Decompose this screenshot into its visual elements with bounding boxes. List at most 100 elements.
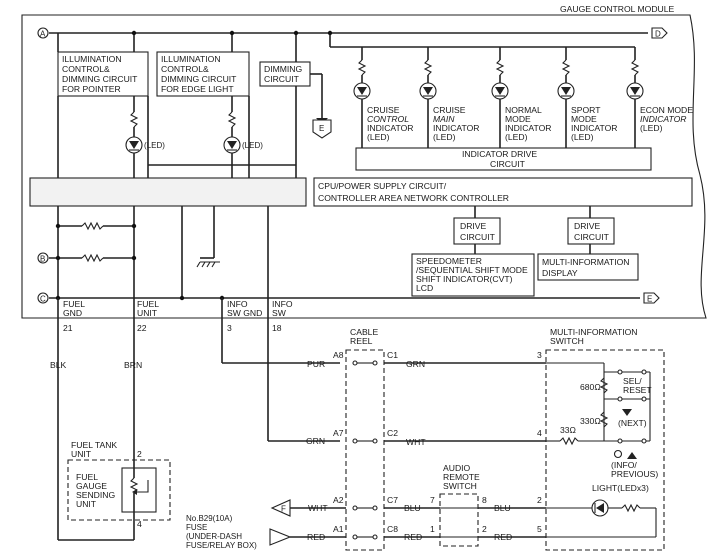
reel-pin-c7: C7 — [387, 495, 398, 505]
ind4-line4: (LED) — [571, 132, 594, 142]
cpu-line2: CONTROLLER AREA NETWORK CONTROLLER — [318, 193, 509, 203]
resistor-illum2 — [227, 111, 237, 128]
ind3-line2: MODE — [505, 114, 531, 124]
sender-box — [121, 467, 157, 513]
ind5-line1: ECON MODE — [640, 105, 693, 115]
wire-grn-a7-label: GRN — [306, 436, 325, 446]
cpu-block — [313, 177, 693, 207]
mid-display-block — [537, 253, 639, 281]
illum-edge-line1: ILLUMINATION — [161, 54, 221, 64]
term-fuel-unit-l2: UNIT — [137, 308, 158, 318]
illum-pointer-block — [57, 51, 149, 97]
term-info-sw-l1: INFO — [272, 299, 293, 309]
speedometer-line4: LCD — [416, 283, 433, 293]
ind5-line2: INDICATOR — [640, 114, 686, 124]
term-info-swgnd-l2: SW GND — [227, 308, 262, 318]
sender-line4: UNIT — [76, 499, 97, 509]
info-circle-icon — [613, 449, 623, 459]
next-arrow-icon — [622, 409, 632, 416]
wire-blu-mis-label: BLU — [494, 503, 511, 513]
fuse-line4: FUSE/RELAY BOX) — [186, 541, 257, 550]
cable-reel-contacts — [352, 360, 378, 540]
mis-title1: MULTI-INFORMATION — [550, 327, 638, 337]
ind4-line2: MODE — [571, 114, 597, 124]
cable-reel-title2: REEL — [350, 336, 373, 346]
fuse-line1: No.B29(10A) — [186, 514, 233, 523]
fuel-tank-pin-4: 4 — [137, 519, 142, 529]
wire-blu-c7-label: BLU — [404, 503, 421, 513]
audio-pin-2: 2 — [482, 524, 487, 534]
drive-circuit-1 — [453, 217, 501, 245]
wire-red-mis-label: RED — [494, 532, 512, 542]
light-resistor — [621, 503, 641, 513]
reel-pin-c1: C1 — [387, 350, 398, 360]
fuel-tank-title1: FUEL TANK — [71, 440, 117, 450]
led-illum1-label: (LED) — [144, 141, 165, 150]
illum-pointer-line1: ILLUMINATION — [62, 54, 122, 64]
drive1-line2: CIRCUIT — [460, 232, 496, 242]
ind1-line4: (LED) — [367, 132, 390, 142]
fuse-line3: (UNDER-DASH — [186, 532, 242, 541]
light-label: LIGHT(LEDx3) — [592, 483, 649, 493]
node-b — [37, 252, 49, 264]
speedometer-line3: SHIFT INDICATOR(CVT) — [416, 274, 513, 284]
indicator-drive-line1: INDICATOR DRIVE — [462, 149, 537, 159]
audio-pin-8: 8 — [482, 495, 487, 505]
pin-3: 3 — [227, 323, 232, 333]
ind1-line2: CONTROL — [367, 114, 409, 124]
indicator-drive-line2: CIRCUIT — [490, 159, 526, 169]
ind1-line3: INDICATOR — [367, 123, 413, 133]
cable-reel-title1: CABLE — [350, 327, 378, 337]
sel-reset-label2: RESET — [623, 385, 652, 395]
node-d — [651, 27, 668, 39]
wire-red-c8-label: RED — [404, 532, 422, 542]
mis-pin-2: 2 — [537, 495, 542, 505]
term-fuel-gnd-l1: FUEL — [63, 299, 85, 309]
node-b-label: B — [40, 255, 45, 264]
ind2-line4: (LED) — [433, 132, 456, 142]
reel-pin-a1: A1 — [333, 524, 344, 534]
node-e — [643, 292, 660, 304]
resistor-330 — [599, 411, 609, 428]
ind2-line3: INDICATOR — [433, 123, 479, 133]
illum-pointer-line3: DIMMING CIRCUIT — [62, 74, 138, 84]
fuse-arrow — [269, 528, 292, 546]
sender-line1: FUEL — [76, 472, 98, 482]
mid-display-line2: DISPLAY — [542, 268, 578, 278]
info-prev-label2: PREVIOUS) — [611, 469, 658, 479]
audio-title3: SWITCH — [443, 481, 477, 491]
mid-display-line1: MULTI-INFORMATION — [542, 257, 630, 267]
left-control-bar — [29, 177, 307, 207]
ind2-line2: MAIN — [433, 114, 455, 124]
led-illum2-label: (LED) — [242, 141, 263, 150]
ind2-line1: CRUISE — [433, 105, 466, 115]
pin-21: 21 — [63, 323, 73, 333]
node-c — [37, 292, 49, 304]
sel-reset-label1: SEL/ — [623, 376, 642, 386]
node-f-label: F — [281, 505, 286, 514]
wire-red-a1-label: RED — [307, 532, 325, 542]
fuel-tank-box — [67, 459, 171, 521]
term-fuel-gnd-l2: GND — [63, 308, 82, 318]
wire-wht-c2-label: WHT — [406, 437, 426, 447]
mis-pin-3: 3 — [537, 350, 542, 360]
ind3-line4: (LED) — [505, 132, 528, 142]
sender-wiper — [137, 480, 149, 493]
reel-pin-a2: A2 — [333, 495, 344, 505]
ind1-line1: CRUISE — [367, 105, 400, 115]
mis-title2: SWITCH — [550, 336, 584, 346]
dimming-line2: CIRCUIT — [264, 74, 300, 84]
wire-grn-c1-label: GRN — [406, 359, 425, 369]
cpu-line1: CPU/POWER SUPPLY CIRCUIT/ — [318, 181, 447, 191]
node-c-label: C — [40, 295, 46, 304]
node-a — [37, 27, 49, 39]
audio-pin-1: 1 — [430, 524, 435, 534]
speedometer-line2: /SEQUENTIAL SHIFT MODE — [416, 265, 528, 275]
pin-18: 18 — [272, 323, 282, 333]
ind3-line3: INDICATOR — [505, 123, 551, 133]
info-prev-label1: (INFO/ — [611, 460, 637, 470]
drive1-line1: DRIVE — [460, 221, 487, 231]
indicator-leds — [353, 47, 644, 148]
mis-pin-5: 5 — [537, 524, 542, 534]
